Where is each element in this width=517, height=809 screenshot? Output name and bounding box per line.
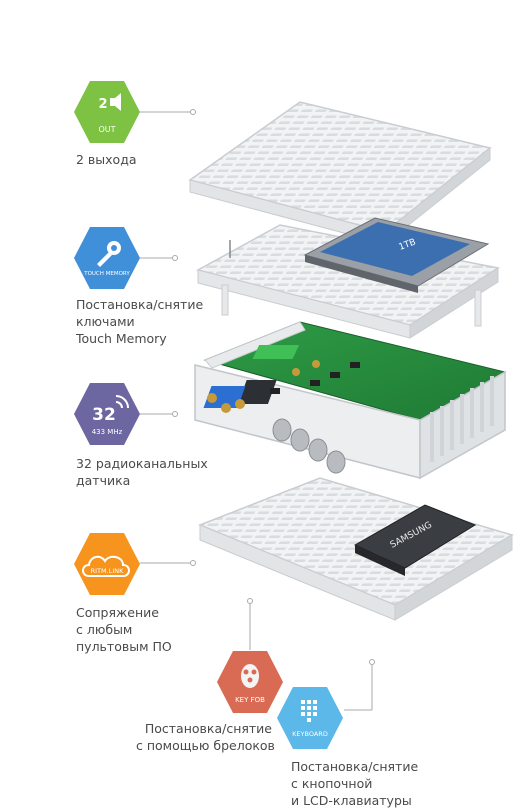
svg-text:433 MHz: 433 MHz xyxy=(92,428,123,436)
svg-text:32: 32 xyxy=(92,405,116,425)
keyboard-label: Постановка/снятие с кнопочной и LCD-клав… xyxy=(291,759,419,808)
middle-bracket xyxy=(195,224,500,339)
hard-disk: 1TB xyxy=(303,217,490,293)
top-cover xyxy=(188,101,492,246)
touch-memory-label: Постановка/снятие ключами Touch Memory xyxy=(76,297,204,346)
radio-label: 32 радиоканальных датчика xyxy=(76,456,208,488)
touch-memory-badge: TOUCH MEMORY xyxy=(74,227,140,289)
svg-text:RITM.LINK: RITM.LINK xyxy=(91,567,124,575)
key-fob-label: Постановка/снятие с помощью брелоков xyxy=(136,721,275,753)
ritm-link-badge: RITM.LINK xyxy=(74,533,140,595)
svg-text:KEYBOARD: KEYBOARD xyxy=(292,730,328,738)
svg-text:2: 2 xyxy=(98,97,107,112)
battery: SAMSUNG xyxy=(353,504,477,576)
svg-text:KEY FOB: KEY FOB xyxy=(235,696,265,704)
bottom-cover xyxy=(197,477,514,621)
keyboard-badge: KEYBOARD xyxy=(277,687,343,749)
speaker-icon xyxy=(110,93,121,111)
ritm-link-label: Сопряжение с любым пультовым ПО xyxy=(76,605,172,654)
wifi-icon xyxy=(115,395,129,409)
leader-lines xyxy=(140,109,375,711)
keypad-icon xyxy=(301,700,317,722)
key-fob-badge: KEY FOB xyxy=(217,651,283,713)
svg-text:TOUCH MEMORY: TOUCH MEMORY xyxy=(83,271,130,277)
main-housing xyxy=(194,321,507,480)
svg-text:OUT: OUT xyxy=(98,125,115,134)
key-icon xyxy=(97,241,121,267)
cloud-icon xyxy=(82,555,130,577)
outputs-label: 2 выхода xyxy=(76,152,137,167)
key-fob-icon xyxy=(241,664,259,688)
radio-badge: 32 433 MHz xyxy=(74,383,140,445)
outputs-badge: 2 OUT xyxy=(74,81,140,143)
